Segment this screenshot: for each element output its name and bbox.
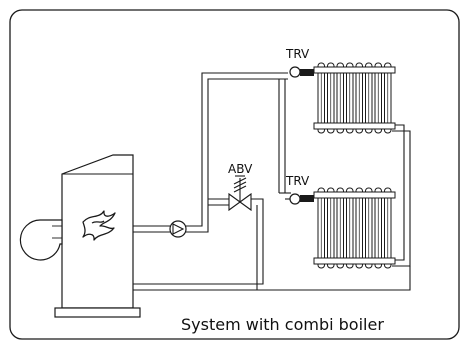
abv-label: ABV: [228, 162, 253, 176]
radiator-header-bottom: [313, 257, 396, 265]
diagram-frame: [9, 9, 460, 340]
radiator-bottom: [313, 187, 396, 269]
automatic-bypass-valve: [228, 175, 252, 212]
circulation-pump: [169, 220, 187, 238]
diagram-caption: System with combi boiler: [181, 315, 384, 334]
trv-bottom-label: TRV: [285, 174, 310, 188]
burner-flame-icon: [82, 210, 116, 241]
trv-bottom-valve: [289, 193, 314, 205]
radiator-header-top: [313, 191, 396, 199]
radiator-header-bottom: [313, 122, 396, 130]
fan: [19, 219, 63, 261]
radiator-header-top: [313, 66, 396, 74]
trv-top-label: TRV: [285, 47, 310, 61]
trv-top-valve: [289, 66, 314, 78]
radiator-top: [313, 62, 396, 134]
boiler: [54, 154, 141, 318]
